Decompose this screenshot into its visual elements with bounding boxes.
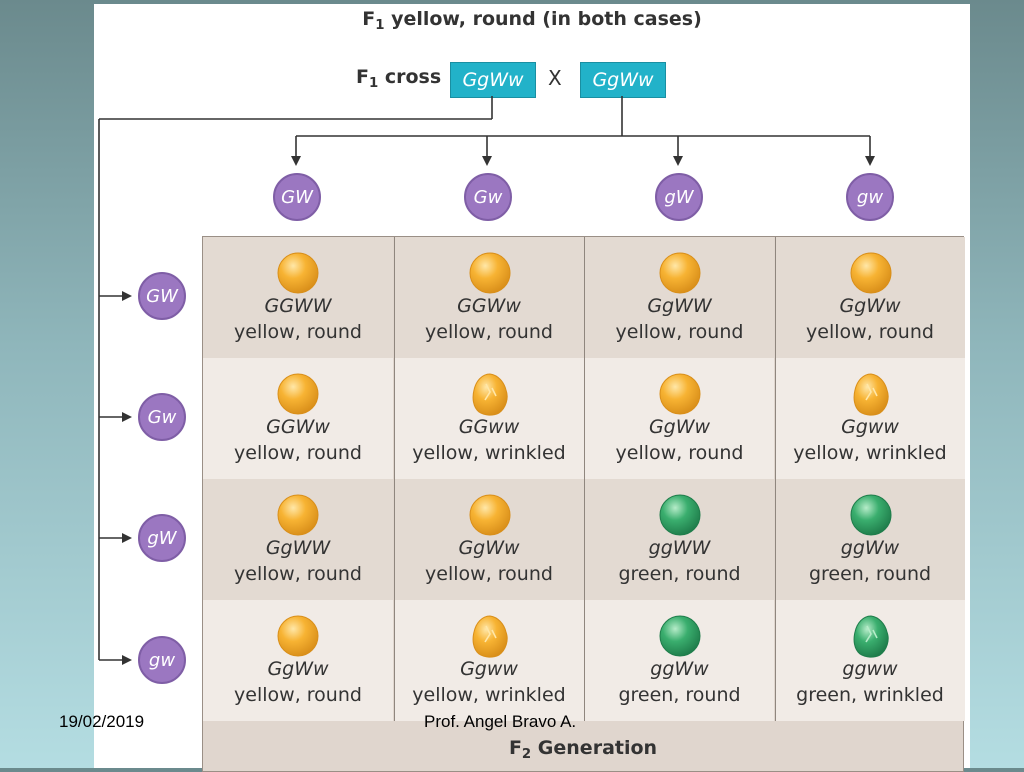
yellow-wrinkled-pea-icon (849, 372, 893, 416)
yellow-round-pea-icon (276, 614, 320, 658)
cell-genotype: Ggww (841, 416, 899, 438)
cell-genotype: ggWW (648, 537, 711, 559)
green-round-pea-icon (849, 493, 893, 537)
cell-phenotype: yellow, round (234, 684, 362, 706)
cell-genotype: ggWw (840, 537, 900, 559)
yellow-round-pea-icon (468, 251, 512, 295)
cell-phenotype: yellow, round (234, 442, 362, 464)
gamete-top-gw: gw (846, 173, 894, 221)
cell-phenotype: yellow, round (234, 563, 362, 585)
footer-author: Prof. Angel Bravo A. (424, 712, 577, 731)
punnett-cell: GGWW yellow, round (203, 237, 393, 358)
gamete-left-GW: GW (138, 272, 186, 320)
punnett-cell: GgWw yellow, round (393, 479, 584, 600)
cell-genotype: ggww (842, 658, 898, 680)
cell-genotype: GgWW (265, 537, 331, 559)
green-round-pea-icon (658, 493, 702, 537)
cross-symbol: X (548, 66, 562, 90)
cell-genotype: ggWw (650, 658, 709, 680)
punnett-cell: Ggww yellow, wrinkled (393, 600, 584, 721)
parent2-genotype-box: GgWw (580, 62, 666, 98)
yellow-round-pea-icon (658, 372, 702, 416)
cell-genotype: GGWW (264, 295, 332, 317)
green-wrinkled-pea-icon (849, 614, 893, 658)
cell-phenotype: yellow, round (425, 563, 553, 585)
gamete-left-Gw: Gw (138, 393, 186, 441)
cell-genotype: GgWw (267, 658, 329, 680)
punnett-cell: GGww yellow, wrinkled (393, 358, 584, 479)
punnett-cell: ggWw green, round (584, 600, 774, 721)
footer-date: 19/02/2019 (59, 712, 145, 731)
parent1-genotype-box: GgWw (450, 62, 536, 98)
cell-phenotype: yellow, wrinkled (412, 442, 566, 464)
green-round-pea-icon (658, 614, 702, 658)
punnett-cell: GgWW yellow, round (584, 237, 774, 358)
cell-phenotype: green, round (618, 684, 741, 706)
diagram-title: F1 yellow, round (in both cases) (362, 8, 702, 33)
cell-genotype: Ggww (460, 658, 518, 680)
punnett-cell: ggWw green, round (774, 479, 965, 600)
f2-generation-label: F2 Generation (508, 737, 658, 762)
cell-phenotype: green, round (618, 563, 741, 585)
punnett-cell: GgWW yellow, round (203, 479, 393, 600)
cell-phenotype: yellow, wrinkled (793, 442, 947, 464)
gamete-left-gW: gW (138, 514, 186, 562)
cell-genotype: GgWW (647, 295, 712, 317)
slide-panel: F1 yellow, round (in both cases) F1 cros… (59, 4, 970, 772)
yellow-round-pea-icon (276, 493, 320, 537)
gamete-top-gW: gW (655, 173, 703, 221)
yellow-wrinkled-pea-icon (468, 614, 512, 658)
punnett-cell: ggww green, wrinkled (774, 600, 965, 721)
punnett-cell: GgWw yellow, round (203, 600, 393, 721)
f1-cross-label: F1 cross (356, 66, 442, 91)
cell-genotype: GgWw (458, 537, 520, 559)
yellow-round-pea-icon (276, 251, 320, 295)
punnett-cell: GgWw yellow, round (584, 358, 774, 479)
cell-phenotype: yellow, wrinkled (412, 684, 566, 706)
cell-phenotype: yellow, round (806, 321, 934, 343)
yellow-round-pea-icon (468, 493, 512, 537)
gamete-top-GW: GW (273, 173, 321, 221)
cell-phenotype: yellow, round (615, 442, 744, 464)
cell-phenotype: green, round (808, 563, 932, 585)
yellow-round-pea-icon (658, 251, 702, 295)
punnett-cell: GgWw yellow, round (774, 237, 965, 358)
cell-phenotype: green, wrinkled (796, 684, 944, 706)
yellow-round-pea-icon (276, 372, 320, 416)
punnett-cell: GGWw yellow, round (393, 237, 584, 358)
cell-genotype: GGww (458, 416, 520, 438)
gamete-left-gw: gw (138, 636, 186, 684)
cell-genotype: GGWw (457, 295, 521, 317)
cell-phenotype: yellow, round (615, 321, 744, 343)
cell-genotype: GGWw (266, 416, 330, 438)
punnett-cell: Ggww yellow, wrinkled (774, 358, 965, 479)
cell-phenotype: yellow, round (425, 321, 553, 343)
cross-connector-lines (98, 96, 875, 665)
cell-genotype: GgWw (839, 295, 901, 317)
punnett-cell: ggWW green, round (584, 479, 774, 600)
cell-genotype: GgWw (648, 416, 711, 438)
cell-phenotype: yellow, round (234, 321, 362, 343)
yellow-wrinkled-pea-icon (468, 372, 512, 416)
yellow-round-pea-icon (849, 251, 893, 295)
gamete-top-Gw: Gw (464, 173, 512, 221)
punnett-cell: GGWw yellow, round (203, 358, 393, 479)
